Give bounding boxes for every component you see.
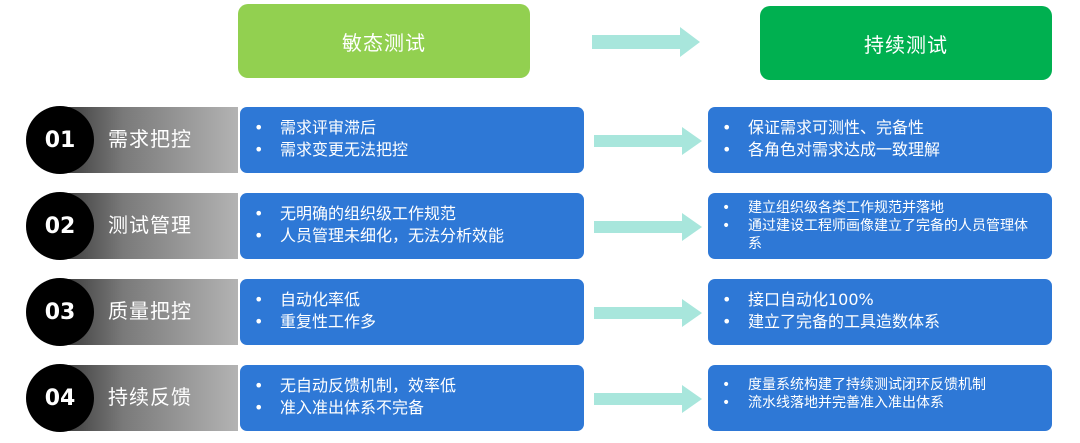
continuous-testing-header: 持续测试 xyxy=(760,6,1052,80)
bullet-icon: • xyxy=(722,290,732,309)
row-number-badge: 04 xyxy=(26,364,94,432)
continuous-solution-box: •保证需求可测性、完备性 •各角色对需求达成一致理解 xyxy=(708,107,1052,173)
row-quality-control: 03 质量把控 •自动化率低 •重复性工作多 •接口自动化100% •建立了完备… xyxy=(0,275,1080,355)
agile-testing-header: 敏态测试 xyxy=(238,4,530,78)
bullet-icon: • xyxy=(722,377,731,393)
list-item: •需求变更无法把控 xyxy=(254,140,409,159)
list-item: •自动化率低 xyxy=(254,290,361,309)
row-number-badge: 03 xyxy=(26,278,94,346)
list-item: •保证需求可测性、完备性 xyxy=(722,118,925,137)
continuous-testing-header-label: 持续测试 xyxy=(864,32,948,57)
agile-problem-box: •无自动反馈机制，效率低 •准入准出体系不完备 xyxy=(240,365,584,431)
list-item: •需求评审滞后 xyxy=(254,118,377,137)
bullet-icon: • xyxy=(722,118,732,137)
list-item: •建立组织级各类工作规范并落地 xyxy=(722,200,944,216)
list-item: •接口自动化100% xyxy=(722,290,874,309)
bullet-icon: • xyxy=(254,226,264,245)
list-item: •流水线落地并完善准入准出体系 xyxy=(722,395,944,411)
agile-problem-box: •无明确的组织级工作规范 •人员管理未细化，无法分析效能 xyxy=(240,193,584,259)
list-item: •通过建设工程师画像建立了完备的人员管理体系 xyxy=(722,218,1028,252)
bullet-icon: • xyxy=(254,290,264,309)
list-item: •人员管理未细化，无法分析效能 xyxy=(254,226,505,245)
bullet-icon: • xyxy=(722,395,731,411)
bullet-icon: • xyxy=(722,200,731,216)
row-number-badge: 01 xyxy=(26,106,94,174)
bullet-icon: • xyxy=(254,312,264,331)
continuous-solution-box: •接口自动化100% •建立了完备的工具造数体系 xyxy=(708,279,1052,345)
row-label: 需求把控 xyxy=(108,127,192,151)
agile-testing-header-label: 敏态测试 xyxy=(342,30,426,55)
list-item: •各角色对需求达成一致理解 xyxy=(722,140,941,159)
arrow-right-icon xyxy=(594,127,702,155)
bullet-icon: • xyxy=(254,398,264,417)
row-requirement-control: 01 需求把控 •需求评审滞后 •需求变更无法把控 •保证需求可测性、完备性 •… xyxy=(0,103,1080,183)
bullet-icon: • xyxy=(254,204,264,223)
row-test-management: 02 测试管理 •无明确的组织级工作规范 •人员管理未细化，无法分析效能 •建立… xyxy=(0,189,1080,269)
row-number-badge: 02 xyxy=(26,192,94,260)
row-label: 质量把控 xyxy=(108,299,192,323)
list-item: •重复性工作多 xyxy=(254,312,377,331)
arrow-right-icon xyxy=(594,385,702,413)
list-item: •无自动反馈机制，效率低 xyxy=(254,376,457,395)
bullet-icon: • xyxy=(722,140,732,159)
list-item: •准入准出体系不完备 xyxy=(254,398,425,417)
agile-problem-box: •自动化率低 •重复性工作多 xyxy=(240,279,584,345)
bullet-icon: • xyxy=(722,218,731,234)
continuous-solution-box: •度量系统构建了持续测试闭环反馈机制 •流水线落地并完善准入准出体系 xyxy=(708,365,1052,431)
bullet-icon: • xyxy=(254,140,264,159)
arrow-right-icon xyxy=(594,213,702,241)
continuous-solution-box: •建立组织级各类工作规范并落地 •通过建设工程师画像建立了完备的人员管理体系 xyxy=(708,193,1052,259)
bullet-icon: • xyxy=(254,376,264,395)
agile-problem-box: •需求评审滞后 •需求变更无法把控 xyxy=(240,107,584,173)
arrow-right-icon xyxy=(594,299,702,327)
list-item: •无明确的组织级工作规范 xyxy=(254,204,457,223)
bullet-icon: • xyxy=(722,312,732,331)
row-continuous-feedback: 04 持续反馈 •无自动反馈机制，效率低 •准入准出体系不完备 •度量系统构建了… xyxy=(0,361,1080,441)
row-label: 测试管理 xyxy=(108,213,192,237)
row-label: 持续反馈 xyxy=(108,385,192,409)
list-item: •度量系统构建了持续测试闭环反馈机制 xyxy=(722,377,986,393)
list-item: •建立了完备的工具造数体系 xyxy=(722,312,941,331)
transition-arrow-icon xyxy=(592,27,700,57)
bullet-icon: • xyxy=(254,118,264,137)
